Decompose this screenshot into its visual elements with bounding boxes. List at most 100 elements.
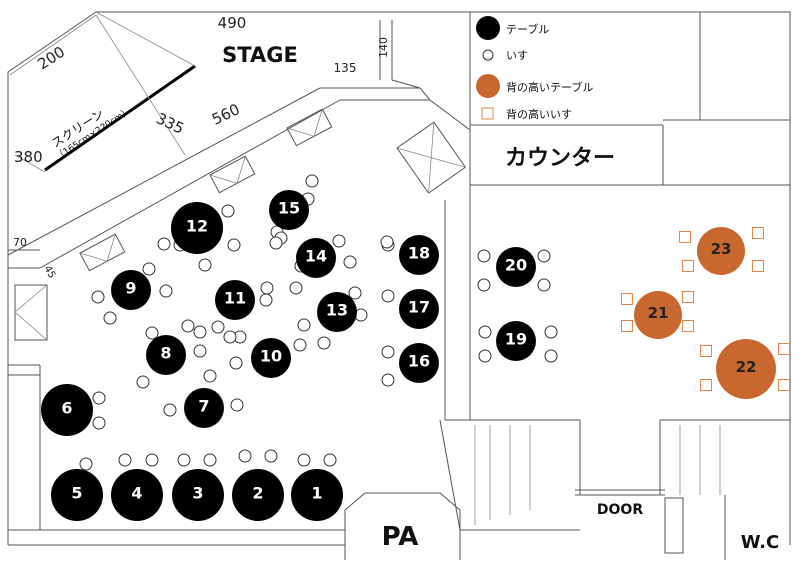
chair (177, 453, 191, 467)
table-circle (51, 469, 103, 521)
door-label: DOOR (597, 502, 643, 518)
table-14: 14 (296, 238, 336, 278)
chairs (79, 174, 558, 471)
chair (537, 278, 551, 292)
pa-label: PA (382, 522, 419, 552)
table-4: 4 (111, 469, 163, 521)
table-9: 9 (111, 270, 151, 310)
table-circle (496, 321, 536, 361)
chair (91, 290, 105, 304)
table-number: 7 (198, 397, 209, 416)
table-circle (291, 469, 343, 521)
table-1: 1 (291, 469, 343, 521)
chair (157, 237, 171, 251)
table-number: 16 (408, 352, 430, 371)
chair (223, 330, 237, 344)
table-circle (251, 338, 291, 378)
chair (544, 349, 558, 363)
table-3: 3 (172, 469, 224, 521)
table-circle (269, 190, 309, 230)
chair (238, 449, 252, 463)
chair (264, 449, 278, 463)
chair (227, 238, 241, 252)
high-chair (778, 343, 790, 355)
dim-45: 45 (41, 264, 57, 281)
chair (478, 325, 492, 339)
legend-table-label: テーブル (506, 22, 549, 36)
legend-high-chair-label: 背の高いいす (506, 107, 572, 121)
chair (193, 344, 207, 358)
chair (269, 236, 283, 250)
high-chair (679, 231, 691, 243)
dim-380: 380 (14, 148, 43, 166)
chair (145, 453, 159, 467)
table-number: 3 (192, 484, 203, 503)
table-17: 17 (399, 289, 439, 329)
chair-icon (482, 49, 494, 61)
high-chair (700, 379, 712, 391)
table-circle (111, 469, 163, 521)
table-16: 16 (399, 343, 439, 383)
table-20: 20 (496, 247, 536, 287)
table-number: 11 (224, 289, 246, 308)
chair (544, 325, 558, 339)
chair (297, 318, 311, 332)
table-number: 23 (711, 240, 732, 258)
table-number: 10 (260, 347, 282, 366)
table-number: 15 (278, 199, 300, 218)
chair (198, 258, 212, 272)
chair (142, 262, 156, 276)
table-22: 22 (716, 339, 776, 399)
table-10: 10 (251, 338, 291, 378)
screen-line (44, 64, 196, 172)
high-chair (682, 320, 694, 332)
table-circle (296, 238, 336, 278)
chair (118, 453, 132, 467)
dim-140: 140 (377, 37, 390, 58)
chair (381, 289, 395, 303)
high-chair (752, 227, 764, 239)
table-6: 6 (41, 384, 93, 436)
chair (259, 293, 273, 307)
table-11: 11 (215, 280, 255, 320)
high-chair (621, 320, 633, 332)
table-12: 12 (171, 202, 223, 254)
chair (103, 311, 117, 325)
table-circle (171, 202, 223, 254)
table-number: 4 (131, 484, 142, 503)
dim-560: 560 (209, 100, 243, 128)
chair (297, 453, 311, 467)
table-2: 2 (232, 469, 284, 521)
table-circle (399, 235, 439, 275)
table-number: 14 (305, 247, 327, 266)
legend-chair-label: いす (506, 49, 528, 62)
high-chair (621, 293, 633, 305)
table-19: 19 (496, 321, 536, 361)
high-table-circle (634, 291, 682, 339)
table-7: 7 (184, 388, 224, 428)
chair (181, 319, 195, 333)
table-circle (172, 469, 224, 521)
chair (260, 281, 274, 295)
chair (477, 278, 491, 292)
chair (203, 369, 217, 383)
speaker-boxes (14, 108, 467, 341)
high-chair (752, 260, 764, 272)
high-chair-icon (481, 107, 494, 120)
dimension-guides (9, 11, 196, 173)
walls (7, 11, 791, 560)
table-number: 13 (326, 301, 348, 320)
chair (381, 373, 395, 387)
table-number: 2 (252, 484, 263, 503)
dim-70: 70 (13, 236, 27, 249)
table-13: 13 (317, 292, 357, 332)
chair (332, 234, 346, 248)
chair (381, 345, 395, 359)
dim-135: 135 (334, 61, 357, 75)
table-number: 22 (736, 358, 757, 376)
chair (159, 284, 173, 298)
table-15: 15 (269, 190, 309, 230)
high-table-circle (697, 227, 745, 275)
